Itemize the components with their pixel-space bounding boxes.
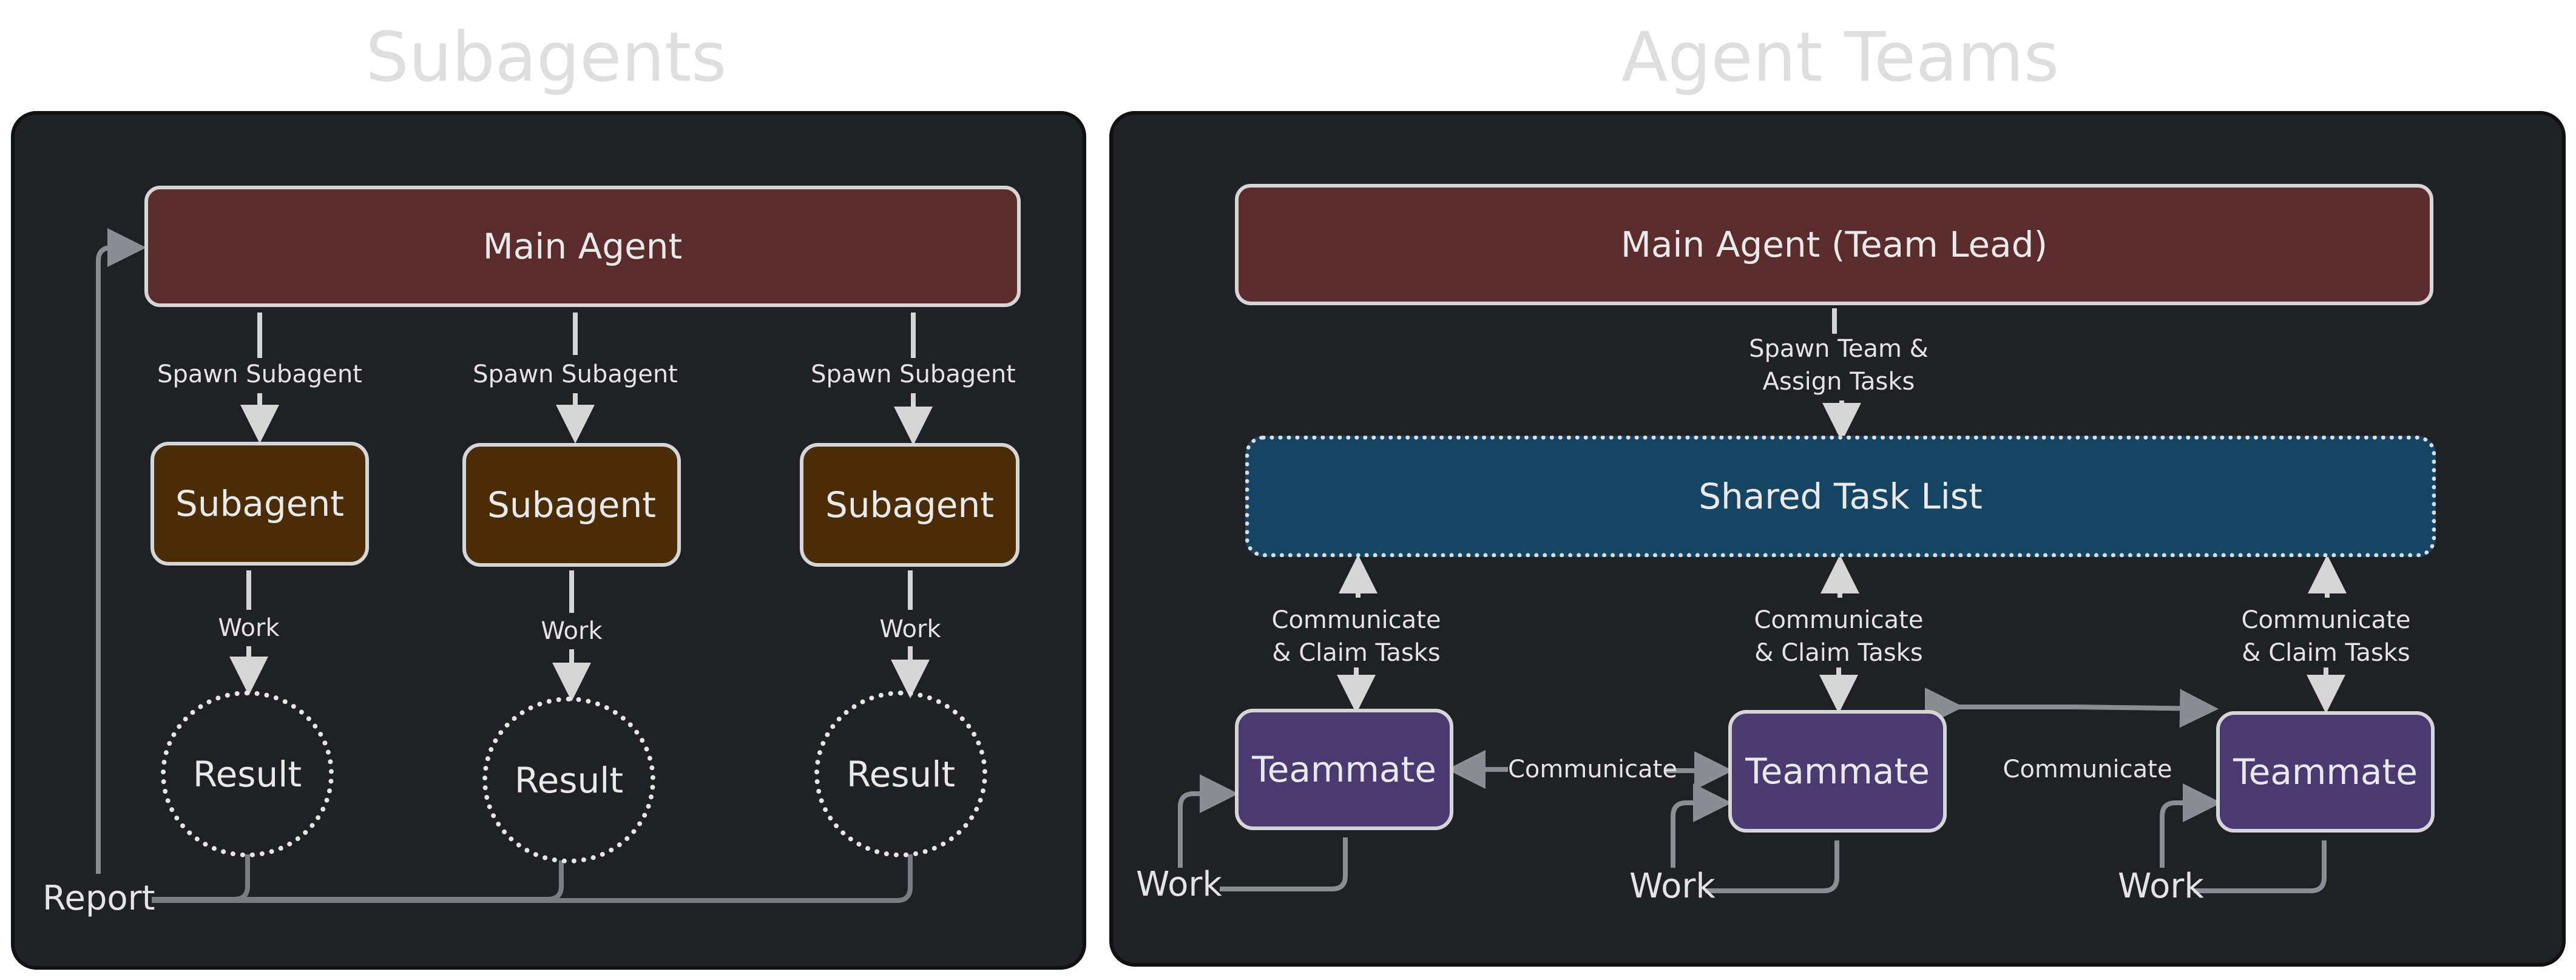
subagent-box-2: Subagent: [462, 443, 681, 567]
communicate-label-1: Communicate: [1508, 753, 1677, 786]
main-agent-box: Main Agent: [144, 186, 1021, 307]
teammate-box-1: Teammate: [1235, 709, 1453, 830]
claim-label-2-line1: Communicate: [1754, 606, 1924, 634]
subagents-heading: Subagents: [365, 18, 727, 97]
claim-label-3-line1: Communicate: [2241, 606, 2411, 634]
work-label-team-2: Work: [1629, 867, 1716, 906]
spawn-subagent-label-1: Spawn Subagent: [157, 360, 362, 388]
subagent-box-3: Subagent: [800, 443, 1019, 567]
result-circle-1: Result: [161, 691, 334, 857]
spawn-subagent-label-3: Spawn Subagent: [811, 360, 1016, 388]
work-loop-3-return: [2160, 783, 2222, 868]
spawn-team-label-line2: Assign Tasks: [1762, 368, 1915, 396]
agent-teams-heading: Agent Teams: [1621, 18, 2060, 97]
result-circle-3: Result: [814, 691, 987, 857]
result-circle-2: Result: [482, 697, 655, 863]
claim-label-1-line1: Communicate: [1271, 606, 1441, 634]
work-label-team-1: Work: [1136, 865, 1222, 904]
work-loop-1-return: [1178, 774, 1239, 868]
communicate-label-2: Communicate: [2003, 755, 2172, 783]
work-label-3: Work: [879, 615, 941, 643]
work-loop-3: [2194, 840, 2327, 893]
teammate-box-2: Teammate: [1728, 710, 1947, 833]
claim-label-2: Communicate & Claim Tasks: [1733, 604, 1945, 669]
claim-label-3-line2: & Claim Tasks: [2242, 639, 2410, 667]
claim-label-1: Communicate & Claim Tasks: [1250, 604, 1462, 669]
spawn-team-label-line1: Spawn Team &: [1749, 335, 1929, 363]
claim-label-3: Communicate & Claim Tasks: [2220, 604, 2432, 669]
shared-task-list-box: Shared Task List: [1245, 436, 2436, 557]
work-loop-1: [1220, 837, 1348, 891]
spawn-subagent-label-2: Spawn Subagent: [473, 360, 678, 388]
claim-label-2-line2: & Claim Tasks: [1754, 639, 1923, 667]
work-label-1: Work: [218, 614, 280, 642]
teammate-box-3: Teammate: [2216, 711, 2435, 833]
work-label-2: Work: [541, 617, 603, 645]
communicate-arrow-2: [1925, 688, 2219, 728]
team-lead-box: Main Agent (Team Lead): [1235, 184, 2433, 305]
work-loop-2-return: [1671, 783, 1732, 868]
report-line-3: [152, 854, 913, 903]
claim-label-1-line2: & Claim Tasks: [1272, 639, 1441, 667]
report-line-1: [152, 854, 250, 902]
report-line-2: [152, 860, 564, 902]
work-loop-2: [1705, 840, 1839, 893]
report-return-line: [96, 228, 146, 874]
subagent-box-1: Subagent: [150, 442, 369, 566]
work-label-team-3: Work: [2118, 867, 2204, 906]
spawn-team-label: Spawn Team & Assign Tasks: [1717, 333, 1960, 398]
report-label: Report: [42, 879, 155, 918]
